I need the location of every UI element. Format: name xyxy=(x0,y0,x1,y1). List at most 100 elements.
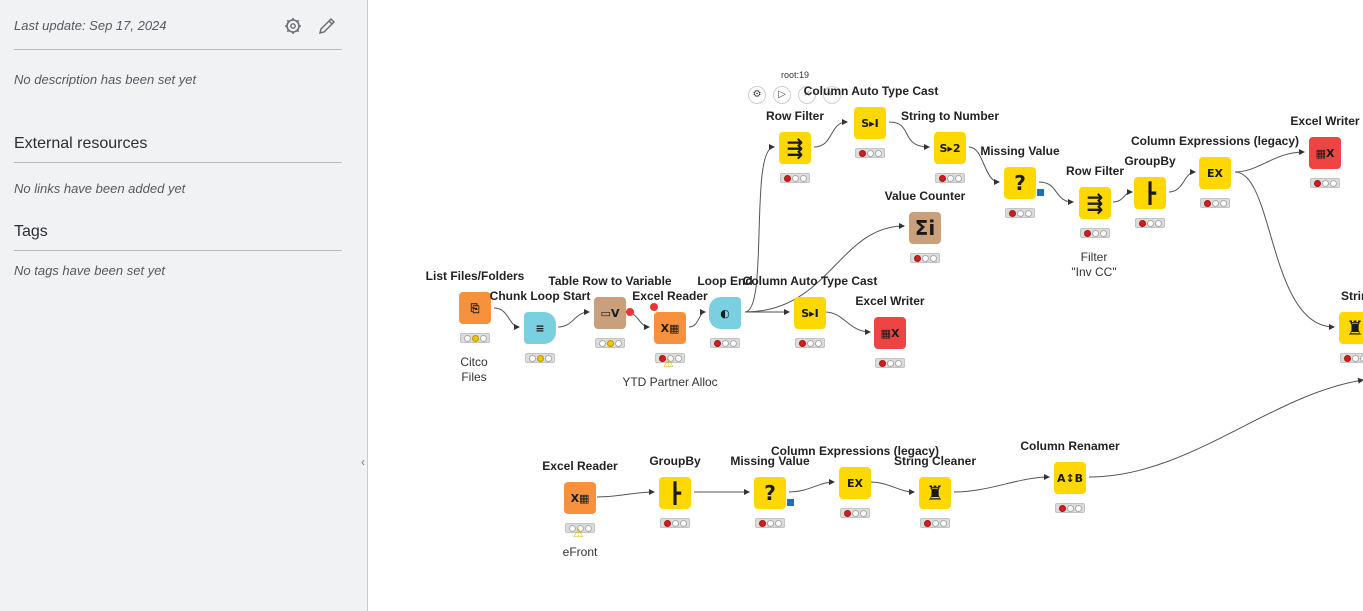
column-auto-type-cast-node[interactable]: S▸I xyxy=(794,297,826,329)
node-title: Column Renamer xyxy=(1020,439,1120,453)
node-title: Column Auto Type Cast xyxy=(803,84,939,98)
row-filter-node[interactable]: ⇶ xyxy=(779,132,811,164)
model-port-icon[interactable] xyxy=(787,499,794,506)
description-text: No description has been set yet xyxy=(14,72,197,87)
node-status xyxy=(780,173,810,183)
missing-value-icon: ? xyxy=(1014,171,1026,195)
connection xyxy=(744,223,905,313)
node-status xyxy=(840,508,870,518)
model-port-icon[interactable] xyxy=(1037,189,1044,196)
node-title: Excel Reader xyxy=(632,289,708,303)
pencil-icon[interactable] xyxy=(317,16,337,36)
node-title: Row Filter xyxy=(765,109,825,123)
external-resources-empty-text: No links have been added yet xyxy=(14,181,186,196)
tags-heading: Tags xyxy=(14,223,48,240)
row-to-variable-icon: ▭V xyxy=(600,306,620,320)
row-filter-icon: ⇶ xyxy=(1086,191,1104,215)
rename-icon: A↕B xyxy=(1056,471,1084,485)
excel-reader-node[interactable]: X▦ xyxy=(564,482,596,514)
node-status xyxy=(1135,218,1165,228)
string-to-number-node[interactable]: S▸2 xyxy=(934,132,966,164)
node-status xyxy=(920,518,950,528)
connection xyxy=(788,479,835,493)
node-title: Excel Writer xyxy=(1290,114,1360,128)
node-title: Row Filter xyxy=(1065,164,1125,178)
connection xyxy=(1234,171,1335,330)
node-status xyxy=(1005,208,1035,218)
variable-port-icon[interactable] xyxy=(626,308,634,316)
node-status xyxy=(525,353,555,363)
loop-end-icon: ◐ xyxy=(720,306,730,320)
string-cleaner-node[interactable]: ♜ xyxy=(1339,312,1363,344)
node-status xyxy=(795,338,825,348)
table-row-to-variable-node[interactable]: ▭V xyxy=(594,297,626,329)
chunk-loop-start-node[interactable]: ≡ xyxy=(524,312,556,344)
missing-value-icon: ? xyxy=(764,481,776,505)
node-title: GroupBy xyxy=(649,454,701,468)
cancel-icon[interactable]: ✕ xyxy=(798,86,816,104)
connection xyxy=(1168,169,1196,193)
collapse-panel-icon[interactable]: ‹ xyxy=(361,455,365,469)
missing-value-node[interactable]: ? xyxy=(1004,167,1036,199)
workflow-description-panel: Last update: Sep 17, 2024 No description… xyxy=(0,0,368,611)
loop-end-node[interactable]: ◐ xyxy=(709,297,741,329)
excel-writer-node[interactable]: ▦X xyxy=(874,317,906,349)
node-label[interactable]: Filter "Inv CC" xyxy=(1071,250,1117,279)
connection xyxy=(1112,189,1133,203)
node-status xyxy=(660,518,690,528)
excel-reader-node[interactable]: X▦ xyxy=(654,312,686,344)
node-title: GroupBy xyxy=(1124,154,1176,168)
tags-empty-text: No tags have been set yet xyxy=(14,263,166,278)
connection xyxy=(824,311,871,335)
string-cleaner-node[interactable]: ♜ xyxy=(919,477,951,509)
node-status xyxy=(910,253,940,263)
node-status xyxy=(565,523,595,533)
gear-icon[interactable] xyxy=(283,16,303,36)
loop-start-icon: ≡ xyxy=(535,321,545,335)
sum-icon: Σi xyxy=(914,216,936,240)
node-title: String Cleaner xyxy=(893,454,977,468)
groupby-node[interactable]: ┣ xyxy=(1134,177,1166,209)
variable-port-icon[interactable] xyxy=(650,303,658,311)
node-title: String Cl xyxy=(1341,289,1363,303)
node-title: Column Expressions (legacy) xyxy=(770,444,940,458)
last-update-text: Last update: Sep 17, 2024 xyxy=(14,18,167,33)
connection-layer xyxy=(493,119,1363,498)
node-status xyxy=(935,173,965,183)
warning-icon: ⚠ xyxy=(573,526,584,540)
column-renamer-node[interactable]: A↕B xyxy=(1054,462,1086,494)
reset-icon[interactable]: ⇤ xyxy=(823,86,841,104)
missing-value-node[interactable]: ? xyxy=(754,477,786,509)
node-label[interactable]: Citco Files xyxy=(460,355,488,384)
groupby-icon: ┣ xyxy=(668,481,682,505)
column-expressions-node[interactable]: EX xyxy=(1199,157,1231,189)
gear-icon[interactable]: ⚙ xyxy=(748,86,766,104)
expression-icon: EX xyxy=(1207,166,1223,180)
list-files-folders-node[interactable]: ⎘ xyxy=(459,292,491,324)
node-label[interactable]: eFront xyxy=(562,545,598,559)
broom-icon: ♜ xyxy=(1346,316,1363,340)
expression-icon: EX xyxy=(847,476,863,490)
node-title: Value Counter xyxy=(884,189,966,203)
node-label[interactable]: YTD Partner Alloc xyxy=(622,375,718,389)
node-status xyxy=(655,353,685,363)
excel-writer-node[interactable]: ▦X xyxy=(1309,137,1341,169)
column-auto-type-cast-node[interactable]: S▸I xyxy=(854,107,886,139)
row-filter-node[interactable]: ⇶ xyxy=(1079,187,1111,219)
connection xyxy=(813,119,848,148)
connection xyxy=(744,144,775,313)
files-icon: ⎘ xyxy=(470,301,480,315)
play-icon[interactable]: ▷ xyxy=(773,86,791,104)
node-title: Table Row to Variable xyxy=(548,274,672,288)
type-cast-icon: S▸I xyxy=(861,116,879,130)
node-title: Missing Value xyxy=(730,454,810,468)
root-label: root:19 xyxy=(781,70,810,80)
workflow-canvas[interactable]: root:19 ⚙ ▷ ✕ ⇤ List Files/Folders ⎘ Cit… xyxy=(369,0,1363,611)
groupby-icon: ┣ xyxy=(1143,181,1157,205)
connection xyxy=(493,307,520,330)
groupby-node[interactable]: ┣ xyxy=(659,477,691,509)
value-counter-node[interactable]: Σi xyxy=(909,212,941,244)
column-expressions-node[interactable]: EX xyxy=(839,467,871,499)
node-status xyxy=(875,358,905,368)
node-status xyxy=(595,338,625,348)
